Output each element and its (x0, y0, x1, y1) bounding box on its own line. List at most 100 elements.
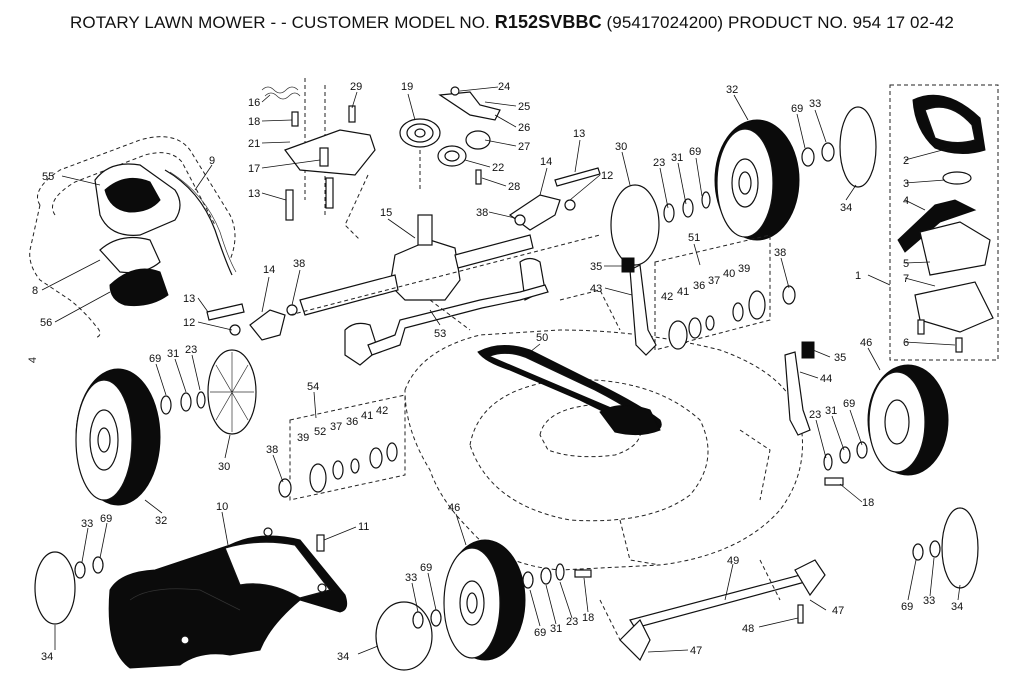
callout-69: 69 (149, 353, 161, 365)
callout-38: 38 (266, 444, 278, 456)
callout-34: 34 (951, 601, 963, 613)
callout-42: 42 (661, 291, 673, 303)
callout-8: 8 (32, 285, 38, 297)
callout-56: 56 (40, 317, 52, 329)
callout-3: 3 (903, 178, 909, 190)
callout-29: 29 (350, 81, 362, 93)
callout-69: 69 (901, 601, 913, 613)
callout-38: 38 (774, 247, 786, 259)
callout-22: 22 (492, 162, 504, 174)
callout-33: 33 (405, 572, 417, 584)
callout-39: 39 (738, 263, 750, 275)
callout-23: 23 (809, 409, 821, 421)
callout-53: 53 (434, 328, 446, 340)
callout-47: 47 (690, 645, 702, 657)
callout-36: 36 (693, 280, 705, 292)
rear-left-cap-drawing (34, 551, 104, 625)
callout-12: 12 (183, 317, 195, 329)
callout-14: 14 (263, 264, 275, 276)
callout-38: 38 (476, 207, 488, 219)
callout-51: 51 (688, 232, 700, 244)
callout-19: 19 (401, 81, 413, 93)
gear-pack-54-drawing (278, 394, 406, 501)
callout-labels: 55 9 8 56 16 18 21 17 13 29 19 24 25 26 … (32, 81, 963, 663)
height-lever-drawing (599, 257, 826, 662)
callout-69: 69 (534, 627, 546, 639)
callout-69: 69 (100, 513, 112, 525)
callout-38: 38 (293, 258, 305, 270)
callout-25: 25 (518, 101, 530, 113)
callout-50: 50 (536, 332, 548, 344)
callout-48: 48 (742, 623, 754, 635)
callout-69: 69 (420, 562, 432, 574)
callout-39: 39 (297, 432, 309, 444)
callout-33: 33 (81, 518, 93, 530)
callout-28: 28 (508, 181, 520, 193)
callout-10: 10 (216, 501, 228, 513)
front-right-wheel (823, 364, 979, 589)
callout-36: 36 (346, 416, 358, 428)
callout-35: 35 (834, 352, 846, 364)
mower-deck-drawing (404, 289, 803, 571)
callout-30: 30 (218, 461, 230, 473)
callout-41: 41 (361, 410, 373, 422)
callout-69: 69 (791, 103, 803, 115)
callout-31: 31 (550, 623, 562, 635)
callout-40: 40 (723, 268, 735, 280)
callout-16: 16 (248, 97, 260, 109)
callout-23: 23 (185, 344, 197, 356)
callout-69: 69 (843, 398, 855, 410)
callout-11: 11 (358, 521, 369, 533)
callout-24: 24 (498, 81, 510, 93)
callout-1: 1 (855, 270, 861, 282)
callout-34: 34 (840, 202, 852, 214)
callout-15: 15 (380, 207, 392, 219)
callout-32: 32 (726, 84, 738, 96)
callout-33: 33 (923, 595, 935, 607)
callout-41: 41 (677, 286, 689, 298)
callout-13: 13 (248, 188, 260, 200)
gear-pack-51-drawing (654, 234, 796, 351)
callout-12: 12 (601, 170, 613, 182)
callout-52: 52 (314, 426, 326, 438)
pulley-assembly-drawing (399, 86, 501, 190)
bracket-assembly-drawing (261, 78, 376, 241)
handle-assembly-drawing (29, 136, 237, 339)
callout-35: 35 (590, 261, 602, 273)
callout-17: 17 (248, 163, 260, 175)
callout-9: 9 (209, 155, 215, 167)
callout-26: 26 (518, 122, 530, 134)
callout-54: 54 (307, 381, 319, 393)
callout-69: 69 (689, 146, 701, 158)
leader-lines (41, 86, 961, 655)
callout-47: 47 (832, 605, 844, 617)
callout-55: 55 (42, 171, 54, 183)
callout-46: 46 (860, 337, 872, 349)
callout-18: 18 (248, 116, 260, 128)
callout-34: 34 (41, 651, 53, 663)
callout-14: 14 (540, 156, 552, 168)
transmission-drawing (206, 167, 601, 366)
rear-skirt-drawing (108, 527, 348, 669)
callout-31: 31 (825, 405, 837, 417)
callout-13: 13 (183, 293, 195, 305)
callout-2: 2 (903, 155, 909, 167)
callout-18: 18 (582, 612, 594, 624)
callout-46: 46 (448, 502, 460, 514)
callout-7: 7 (903, 273, 909, 285)
callout-33: 33 (809, 98, 821, 110)
diagram-title: ROTARY LAWN MOWER - - CUSTOMER MODEL NO.… (0, 12, 1024, 33)
rear-left-wheel (75, 368, 161, 506)
callout-37: 37 (708, 275, 720, 287)
rear-right-wheel (610, 106, 877, 266)
callout-31: 31 (671, 152, 683, 164)
callout-5: 5 (903, 258, 909, 270)
callout-23: 23 (653, 157, 665, 169)
callout-4: 4 (903, 195, 909, 207)
callout-42: 42 (376, 405, 388, 417)
callout-31: 31 (167, 348, 179, 360)
title-model-number: R152SVBBC (494, 12, 602, 32)
rear-left-hubcap-drawing (160, 349, 257, 435)
callout-18: 18 (862, 497, 874, 509)
